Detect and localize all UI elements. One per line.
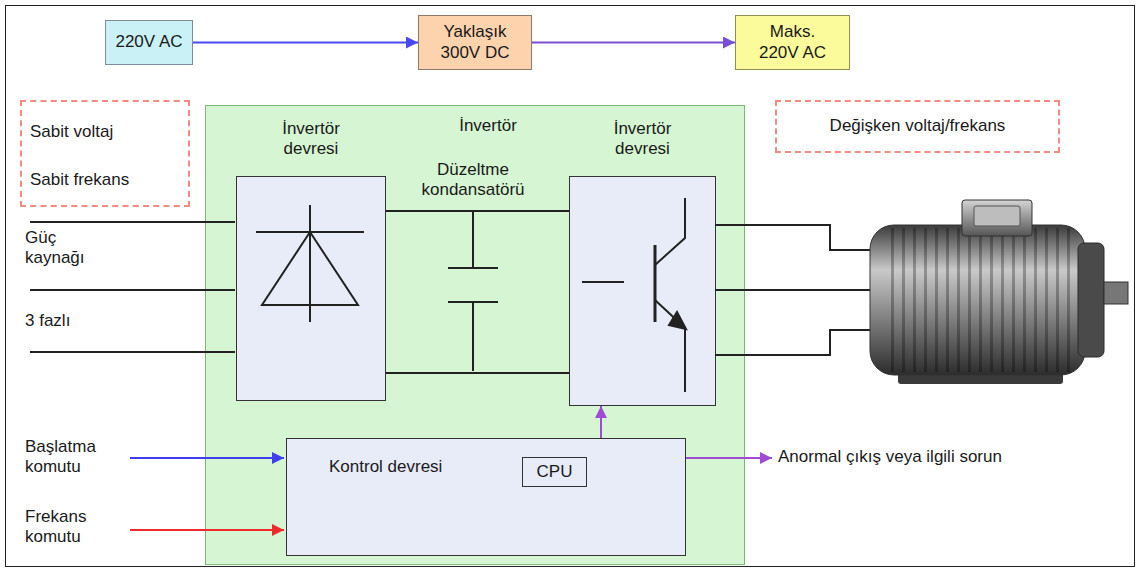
capacitor-label: Düzeltme kondansatörü — [408, 160, 538, 201]
box-text: Kontrol devresi — [329, 457, 499, 477]
input-wire — [30, 351, 235, 353]
transistor-symbol — [655, 198, 685, 265]
capacitor-symbol — [472, 211, 474, 268]
motor-body — [870, 225, 1085, 375]
control-signal-arrow — [600, 406, 602, 438]
voltage-box: Yaklaşık 300V DC — [418, 15, 532, 70]
signal-label: Anormal çıkış veya ilgili sorun — [778, 447, 1128, 467]
transistor-symbol — [655, 300, 685, 392]
power-flow-arrow — [532, 42, 735, 44]
voltage-box: Maks. 220V AC — [735, 15, 850, 70]
transistor-symbol — [669, 312, 686, 329]
control-box: Kontrol devresi CPU — [286, 438, 686, 556]
terminal-box — [962, 200, 1032, 236]
input-wire — [30, 221, 235, 223]
output-wire — [715, 330, 872, 355]
output-wire — [715, 225, 872, 250]
output-wire — [715, 289, 872, 291]
box-text: 220V AC — [110, 32, 188, 52]
box-text: Yaklaşık 300V DC — [436, 22, 514, 63]
fault-output-arrow — [686, 457, 772, 459]
power-flow-arrow — [193, 42, 418, 44]
inverter-block: İnvertör devresi — [569, 119, 716, 406]
terminal-box — [974, 206, 1020, 226]
output-spec-box: Değişken voltaj/frekans — [775, 100, 1060, 153]
transistor-symbol — [582, 281, 624, 283]
capacitor-symbol — [448, 267, 498, 269]
block-heading: İnvertör devresi — [269, 119, 353, 160]
cpu-box: CPU — [522, 457, 587, 487]
dc-bus-wire — [386, 372, 569, 374]
motor-illustration — [870, 200, 1128, 384]
box-text: CPU — [527, 462, 582, 482]
box-text: Sabit frekans — [30, 170, 180, 190]
phase-label: 3 fazlı — [25, 311, 105, 331]
voltage-box: 220V AC — [105, 20, 193, 65]
power-label: Güç kaynağı — [25, 228, 105, 269]
motor-fins — [890, 228, 1070, 372]
box-text: Sabit voltaj — [30, 122, 180, 142]
block-heading: İnvertör devresi — [601, 119, 685, 160]
motor-endcap — [1078, 243, 1104, 357]
motor-shaft — [1104, 282, 1128, 304]
box-text: Değişken voltaj/frekans — [783, 116, 1053, 136]
transistor-symbol — [654, 245, 657, 322]
signal-label: Frekans komutu — [25, 507, 125, 548]
dc-bus-wire — [386, 210, 569, 212]
box-text: İnvertör — [428, 116, 548, 136]
input-wire — [30, 289, 235, 291]
box-text: Maks. 220V AC — [754, 22, 832, 63]
block-frame — [569, 176, 716, 406]
outer-frame — [6, 6, 1135, 567]
frequency-command-arrow — [130, 529, 284, 531]
signal-label: Başlatma komutu — [25, 437, 125, 478]
input-spec-box: Sabit voltajSabit frekans — [20, 100, 190, 207]
capacitor-symbol — [472, 302, 474, 371]
diode-symbol — [262, 232, 358, 305]
start-command-arrow — [130, 457, 284, 459]
